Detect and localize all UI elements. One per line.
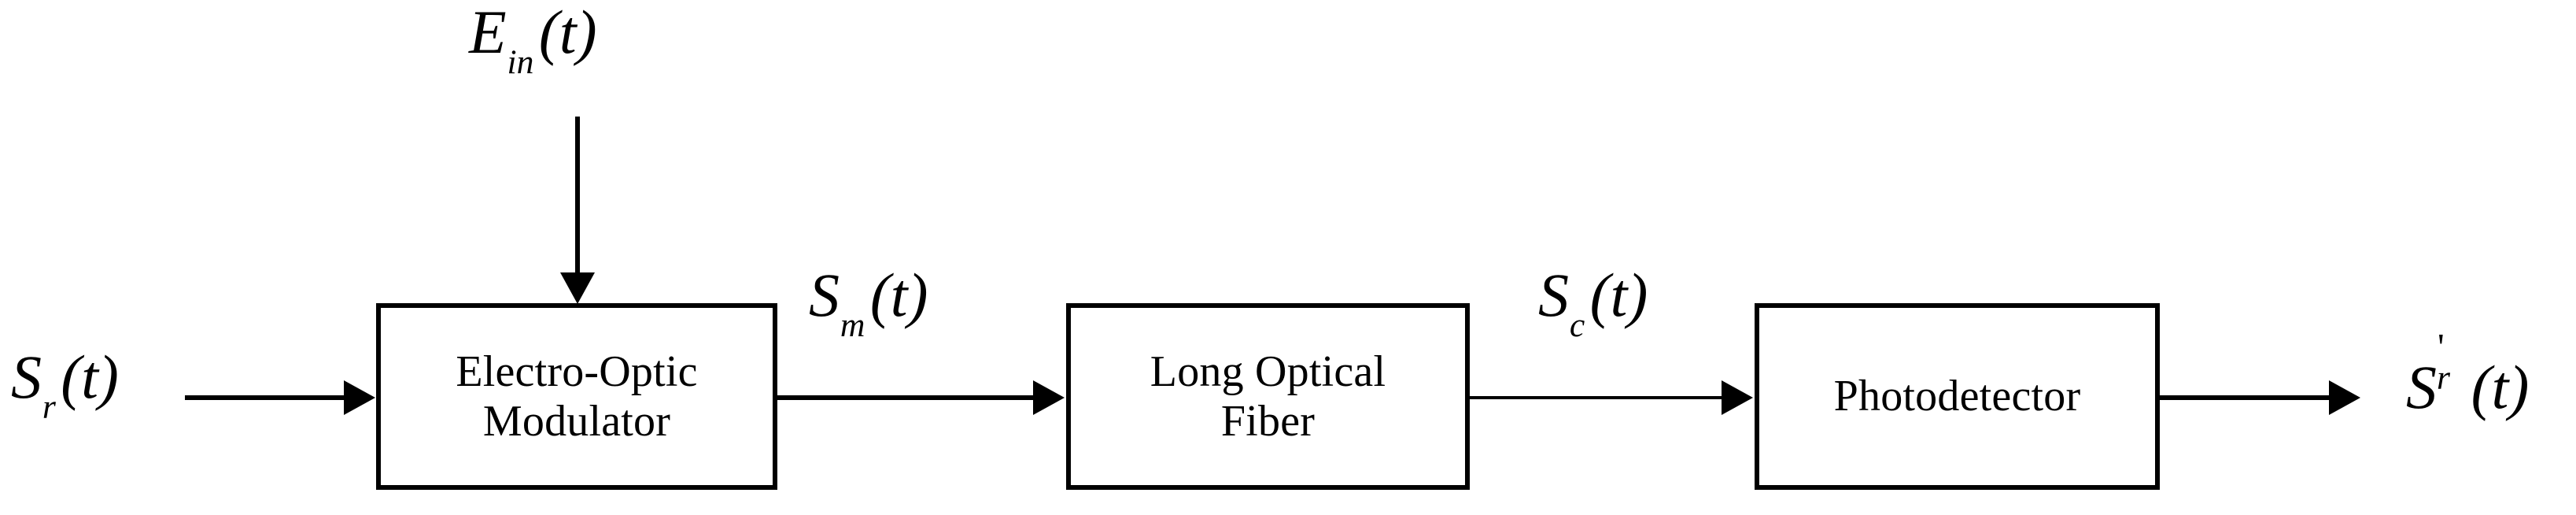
signal-channel-subscript: c bbox=[1569, 306, 1585, 345]
signal-modulated-subscript: m bbox=[840, 306, 865, 345]
block-long-optical-fiber[interactable]: Long Optical Fiber bbox=[1066, 303, 1470, 490]
block-electro-optic-modulator-line1: Electro-Optic bbox=[456, 346, 698, 396]
signal-label-modulated: Sm(t) bbox=[809, 265, 928, 343]
signal-channel-base: S bbox=[1538, 261, 1569, 329]
connector-channel-arrowhead bbox=[1722, 380, 1753, 415]
block-long-optical-fiber-line2: Fiber bbox=[1220, 396, 1316, 446]
block-long-optical-fiber-line1: Long Optical bbox=[1150, 346, 1386, 396]
signal-channel-argument: (t) bbox=[1589, 261, 1648, 329]
connector-input-line bbox=[185, 395, 346, 400]
block-photodetector[interactable]: Photodetector bbox=[1755, 303, 2160, 490]
block-photodetector-line1: Photodetector bbox=[1833, 372, 2081, 421]
connector-output-line bbox=[2160, 395, 2331, 400]
connector-output-arrowhead bbox=[2329, 380, 2360, 415]
block-electro-optic-modulator[interactable]: Electro-Optic Modulator bbox=[376, 303, 777, 490]
signal-input-argument: (t) bbox=[61, 343, 119, 411]
signal-label-output: S'r(t) bbox=[2406, 328, 2530, 421]
signal-output-argument: (t) bbox=[2471, 353, 2530, 421]
signal-input-subscript: r bbox=[42, 388, 56, 427]
signal-output-prime: ' bbox=[2437, 326, 2445, 369]
connector-modulated-line bbox=[777, 395, 1035, 400]
signal-output-subscript: r bbox=[2437, 359, 2450, 398]
signal-label-input: Sr(t) bbox=[11, 343, 119, 425]
connector-source-arrowhead bbox=[560, 272, 595, 304]
signal-output-base: S bbox=[2406, 353, 2437, 421]
signal-source-base: E bbox=[469, 0, 507, 66]
block-electro-optic-modulator-line2: Modulator bbox=[482, 396, 671, 446]
connector-input-arrowhead bbox=[344, 380, 375, 415]
signal-modulated-argument: (t) bbox=[869, 261, 928, 329]
connector-channel-line bbox=[1470, 396, 1724, 399]
signal-label-channel: Sc(t) bbox=[1538, 265, 1648, 343]
signal-modulated-base: S bbox=[809, 261, 840, 329]
connector-source-line bbox=[575, 117, 580, 274]
signal-label-optical-source: Ein(t) bbox=[469, 0, 597, 80]
signal-output-prime-subscript-group: 'r bbox=[2437, 328, 2467, 408]
signal-source-argument: (t) bbox=[538, 0, 597, 66]
connector-modulated-arrowhead bbox=[1033, 380, 1065, 415]
signal-source-subscript: in bbox=[507, 43, 534, 82]
signal-input-base: S bbox=[11, 343, 42, 411]
